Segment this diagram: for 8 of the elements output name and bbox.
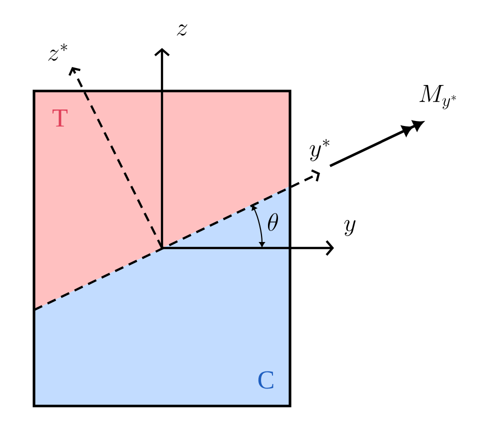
axis-label: $z$: [176, 24, 188, 36]
axis-label: $y^*$: [310, 139, 330, 162]
region-label: T: [52, 109, 68, 127]
region-label: C: [258, 371, 274, 389]
moment-label: $M_{y^*}$: [420, 84, 456, 110]
angle-label: $\theta$: [268, 213, 278, 231]
axis-label: $z^*$: [48, 43, 68, 61]
axis-label: $y$: [344, 220, 356, 236]
